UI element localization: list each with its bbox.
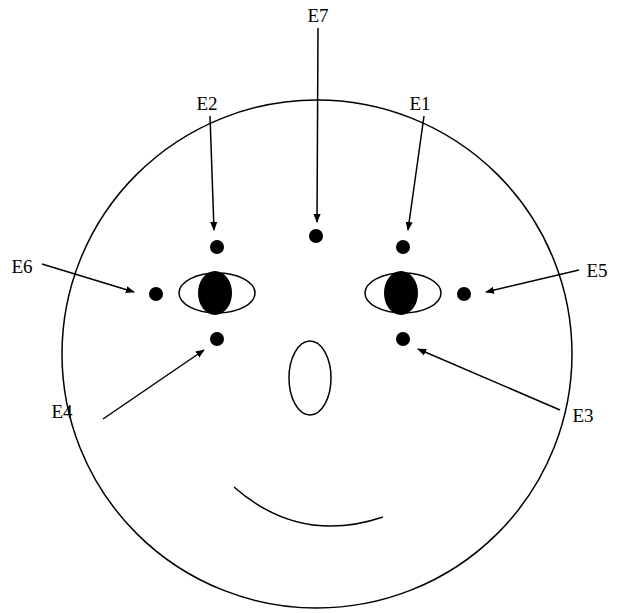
leader-arrow	[486, 270, 579, 292]
leader-arrows	[42, 28, 579, 419]
leader-arrow	[103, 350, 204, 419]
pupil	[384, 271, 418, 315]
leader-arrow	[210, 116, 214, 230]
callout-label: E4	[51, 402, 72, 421]
callout-label: E7	[307, 6, 328, 25]
nose	[289, 341, 331, 415]
electrode-dot	[149, 287, 163, 301]
electrode-dot	[457, 287, 471, 301]
callout-label: E1	[409, 94, 430, 113]
leader-arrow	[408, 116, 424, 230]
pupil	[198, 271, 232, 315]
electrode-dot	[396, 240, 410, 254]
leader-arrow	[418, 349, 560, 410]
callout-label: E2	[196, 94, 217, 113]
electrode-dot	[309, 229, 323, 243]
electrode-dot	[210, 240, 224, 254]
electrode-dots	[149, 229, 471, 346]
electrode-dot	[396, 332, 410, 346]
leader-arrow	[42, 264, 134, 292]
electrode-dot	[210, 332, 224, 346]
callout-label: E5	[586, 261, 607, 280]
leader-arrow	[317, 28, 318, 222]
mouth	[234, 487, 383, 526]
callout-label: E6	[11, 257, 32, 276]
callout-label: E3	[572, 406, 593, 425]
